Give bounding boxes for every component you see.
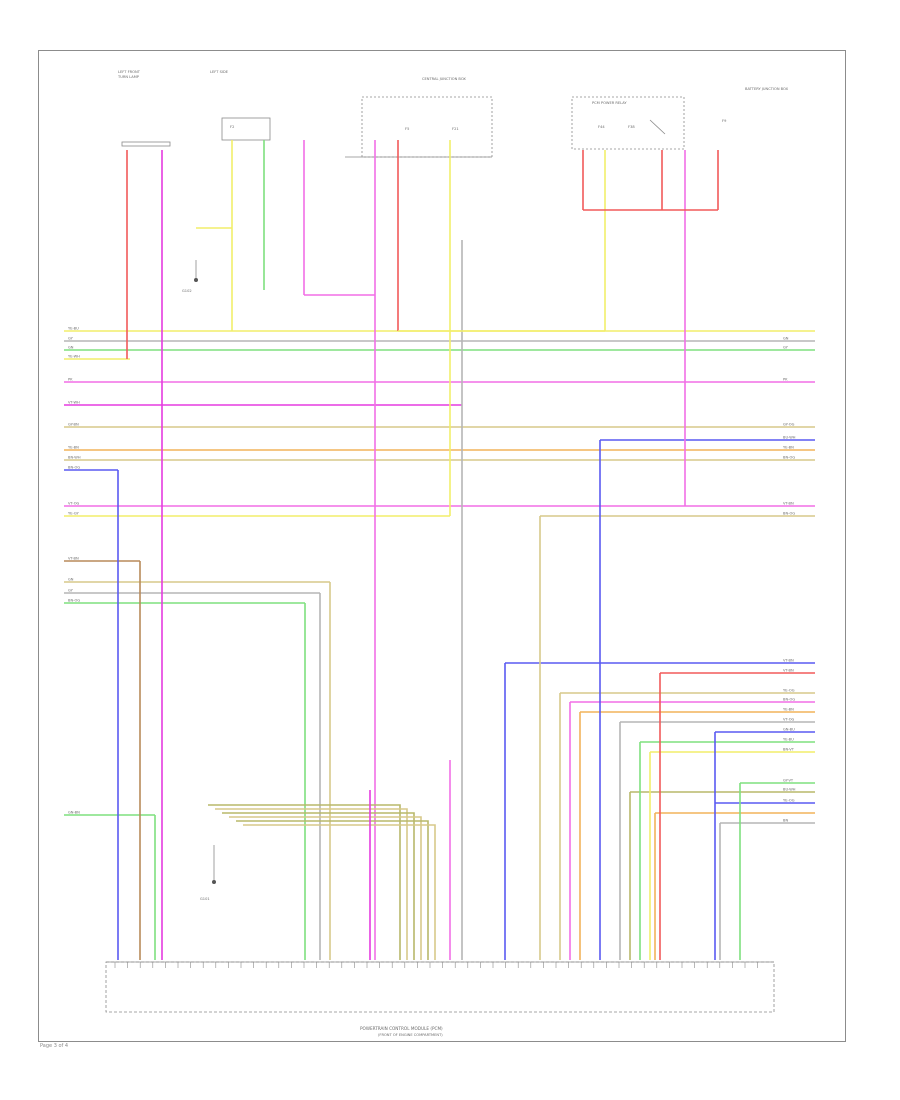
pcm-pins xyxy=(114,962,758,968)
right-wire-label-22: BN xyxy=(783,819,788,823)
diagram-frame xyxy=(38,50,846,1042)
right-wire-label-9: BN-OG xyxy=(783,512,795,516)
bjb-label: BATTERY JUNCTION BOX xyxy=(745,87,789,91)
fuse-label-5: F9 xyxy=(722,119,727,123)
right-wire-label-14: YE-BN xyxy=(783,708,794,712)
pcm-connector xyxy=(105,961,775,1013)
fuse-label-4: F38 xyxy=(628,125,635,129)
right-wire-label-4: GY-OG xyxy=(783,423,795,427)
ground-mid-label: G101 xyxy=(200,897,210,901)
left-wire-label-12: BN-WH xyxy=(68,456,81,460)
left-wire-labels: YE-BU GY GN YE-WH PK VT-WH GY-BN YE-BN BN-WH BN-O… xyxy=(68,327,81,815)
pcm-label: POWERTRAIN CONTROL MODULE (PCM) xyxy=(360,1026,443,1031)
connector-top-left: LEFT FRONT TURN LAMP xyxy=(117,70,171,147)
central-junction-box: CENTRAL JUNCTION BOX xyxy=(345,77,493,158)
left-wire-label-6: PK xyxy=(68,378,73,382)
bundle-wire-1 xyxy=(208,804,401,960)
left-wire-label-20: BN-OG xyxy=(68,599,80,603)
page-label: Page 3 of 4 xyxy=(40,1043,69,1049)
right-wire-label-18: BN-VT xyxy=(783,748,795,752)
left-wire-label-13: BN-OG xyxy=(68,466,80,470)
fuse-label-2: F21 xyxy=(452,127,459,131)
left-wire-label-1: YE-BU xyxy=(68,327,79,331)
bundle-wire-6 xyxy=(243,824,436,960)
right-wire-label-19: GY-VT xyxy=(783,779,794,783)
left-wire-label-2: GY xyxy=(68,337,74,341)
right-wire-label-20: BU-WH xyxy=(783,788,796,792)
ground-left-label: G102 xyxy=(182,289,192,293)
bundle-wire-3 xyxy=(222,812,415,960)
right-wire-label-10: VT-BN xyxy=(783,659,794,663)
left-wire-label-17: VT-BN xyxy=(68,557,79,561)
right-wire-label-16: GN-BU xyxy=(783,728,795,732)
right-wire-label-8: VT-BN xyxy=(783,502,794,506)
bundle-wire-5 xyxy=(236,820,429,960)
left-wire-label-8: VT-WH xyxy=(68,401,80,405)
cjb-label: CENTRAL JUNCTION BOX xyxy=(422,77,466,81)
right-wire-labels: GN GY PK GY-OG BU-WH YE-BN BN-OG VT-BN BN-OG VT-B… xyxy=(783,337,796,823)
fuse-labels: F5 F21 F44 F38 F9 F2 xyxy=(230,119,727,131)
pcm-sublabel: (FRONT OF ENGINE COMPARTMENT) xyxy=(378,1033,443,1037)
battery-junction-box: PCM POWER RELAY BATTERY JUNCTION BOX xyxy=(571,87,789,150)
right-wire-label-5: BU-WH xyxy=(783,436,796,440)
right-wire-label-13: BN-OG xyxy=(783,698,795,702)
right-wire-label-1: GN xyxy=(783,337,789,341)
right-wire-label-2: GY xyxy=(783,346,789,350)
right-wire-label-6: YE-BN xyxy=(783,446,794,450)
component-label-top-left-2: TURN LAMP xyxy=(117,75,140,79)
vertical-wires xyxy=(117,140,741,960)
bundle-wire-4 xyxy=(229,816,422,960)
sensor-label: LEFT SIDE xyxy=(210,70,229,74)
right-wire-label-11: VT-BN xyxy=(783,669,794,673)
left-wire-label-11: YE-BN xyxy=(68,446,79,450)
right-wire-label-12: YE-OG xyxy=(783,689,795,693)
ground-symbol-bottom: G101 xyxy=(200,845,216,901)
right-wire-label-17: YE-BU xyxy=(783,738,794,742)
right-wire-label-3: PK xyxy=(783,378,788,382)
left-wire-label-10: GY-BN xyxy=(68,423,79,427)
bundle-wire-2 xyxy=(215,808,408,960)
fuse-label-1: F5 xyxy=(405,127,409,131)
component-label-top-left: LEFT FRONT xyxy=(118,70,141,74)
ground-symbol-left: G102 xyxy=(182,260,198,293)
relay-label: PCM POWER RELAY xyxy=(592,101,627,105)
left-wire-label-3: GN xyxy=(68,346,74,350)
left-wire-label-16: YE-GY xyxy=(68,512,79,516)
right-wire-label-15: VT-OG xyxy=(783,718,795,722)
left-wire-label-21: GN-BN xyxy=(68,811,80,815)
left-wire-label-18: GN xyxy=(68,578,74,582)
left-wire-label-4: YE-WH xyxy=(68,355,80,359)
bus-wires xyxy=(64,330,815,824)
left-wire-label-15: VT-OG xyxy=(68,502,80,506)
sensor-box: LEFT SIDE xyxy=(210,70,271,141)
right-wire-label-21: YE-OG xyxy=(783,799,795,803)
fuse-label-6: F2 xyxy=(230,125,234,129)
left-wire-label-19: GY xyxy=(68,589,74,593)
fuse-label-3: F44 xyxy=(598,125,605,129)
right-wire-label-7: BN-OG xyxy=(783,456,795,460)
